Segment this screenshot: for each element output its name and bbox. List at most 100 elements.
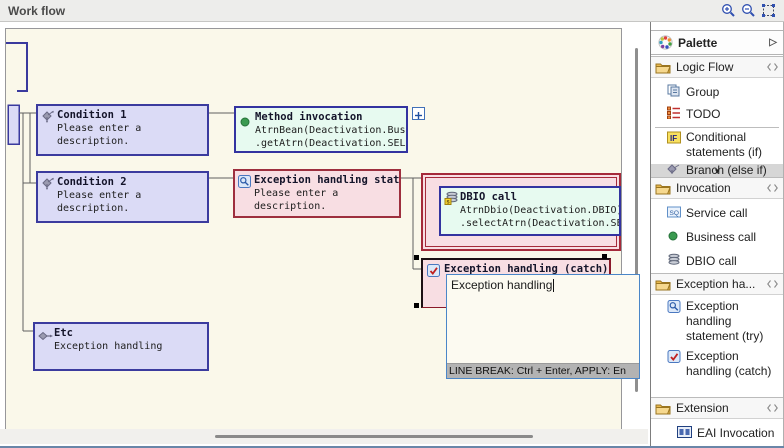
- scroll-more-icon[interactable]: ▾: [715, 166, 720, 176]
- node-condition-1[interactable]: Condition 1 Please enter a description.: [36, 104, 209, 156]
- zoom-out-icon[interactable]: [741, 3, 756, 18]
- try-icon: [238, 173, 252, 188]
- node-description: Please enter a description.: [57, 190, 142, 214]
- item-label: Business call: [686, 229, 757, 244]
- folder-icon: [655, 404, 671, 414]
- palette-header[interactable]: Palette ▷: [651, 30, 783, 55]
- expand-plus-button[interactable]: [412, 107, 425, 120]
- node-exception-try[interactable]: Exception handling stat... Please enter …: [233, 169, 401, 218]
- palette-item-eai-invocation[interactable]: EAI Invocation: [651, 423, 783, 443]
- item-label: Branch (else if): [686, 164, 767, 177]
- palette-collapse-arrow-icon[interactable]: ▷: [769, 37, 777, 48]
- plus-icon: [415, 112, 422, 119]
- palette-item-service-call[interactable]: SQ Service call: [651, 203, 783, 223]
- palette-item-business-call[interactable]: Business call: [651, 227, 783, 247]
- folder-icon: [655, 184, 671, 194]
- dbio-call-icon: [667, 253, 681, 270]
- section-label: Invocation: [676, 181, 731, 195]
- folder-icon: [655, 280, 671, 290]
- palette-item-todo[interactable]: TODO: [651, 104, 783, 124]
- section-label: Logic Flow: [676, 60, 734, 74]
- horizontal-scrollbar[interactable]: [0, 429, 648, 444]
- node-etc[interactable]: Etc Exception handling: [33, 322, 209, 371]
- editor-toolbar: Work flow: [0, 0, 784, 22]
- node-title: Condition 2: [57, 176, 127, 188]
- svg-text:IF: IF: [670, 134, 677, 143]
- node-code: AtrnDbio(Deactivation.DBIO) .selectAtrn(…: [460, 205, 621, 229]
- item-label: Group: [686, 84, 720, 99]
- branch-icon: [41, 175, 55, 190]
- node-title: Condition 1: [57, 109, 127, 121]
- try-block-inner-border: s DBIO call AtrnDbio(Deactivation.DBIO) …: [425, 177, 621, 247]
- selection-handle[interactable]: [414, 303, 419, 308]
- node-title: Exception handling (catch): [444, 263, 609, 275]
- palette-item-branch-else-if[interactable]: Branch (else if) ▾: [651, 164, 783, 177]
- node-title: Etc: [54, 327, 73, 339]
- section-label: Extension: [676, 401, 729, 415]
- section-label: Exception ha...: [676, 277, 756, 291]
- eai-icon: [677, 425, 692, 442]
- selection-handle[interactable]: [602, 254, 607, 259]
- node-title: Method invocation: [255, 111, 363, 123]
- item-label: TODO: [686, 106, 721, 121]
- try-icon: [667, 300, 681, 317]
- editor-text[interactable]: Exception handling: [451, 278, 553, 292]
- item-label: Service call: [686, 205, 748, 220]
- pin-icon[interactable]: [767, 280, 778, 288]
- inline-editor[interactable]: Exception handling LINE BREAK: Ctrl + En…: [446, 274, 640, 379]
- palette-item-dbio-call[interactable]: DBIO call: [651, 251, 783, 271]
- catch-icon: [427, 262, 441, 277]
- palette-separator: [655, 127, 779, 128]
- palette-title: Palette: [678, 35, 718, 50]
- business-call-icon: [240, 112, 254, 127]
- try-block-container[interactable]: s DBIO call AtrnDbio(Deactivation.DBIO) …: [421, 173, 621, 251]
- svg-text:s: s: [446, 200, 450, 205]
- dbio-icon: s: [444, 190, 458, 206]
- palette-icon: [658, 35, 673, 50]
- node-method-invocation[interactable]: Method invocation AtrnBean(Deactivation.…: [234, 106, 408, 153]
- selection-handle[interactable]: [414, 255, 419, 260]
- palette-item-group[interactable]: Group: [651, 82, 783, 102]
- item-label: EAI Invocation: [697, 425, 775, 440]
- node-description: Exception handling: [54, 341, 163, 352]
- business-call-icon: [667, 230, 681, 246]
- todo-icon: [667, 106, 681, 123]
- pin-icon[interactable]: [767, 184, 778, 192]
- pin-icon[interactable]: [767, 63, 778, 71]
- section-logic-flow[interactable]: Logic Flow: [651, 56, 783, 78]
- catch-icon: [667, 350, 681, 367]
- node-title: Exception handling stat...: [254, 174, 400, 186]
- palette-item-catch[interactable]: Exception handling (catch): [651, 349, 783, 381]
- editor-hint-bar: LINE BREAK: Ctrl + Enter, APPLY: En: [447, 363, 639, 378]
- vertical-scrollbar[interactable]: [635, 48, 638, 392]
- etc-icon: [38, 327, 53, 341]
- service-call-icon: SQ: [667, 206, 681, 222]
- horizontal-scrollbar-thumb[interactable]: [215, 435, 533, 438]
- text-cursor: [553, 279, 555, 292]
- view-title: Work flow: [8, 3, 66, 18]
- section-extension[interactable]: Extension: [651, 397, 783, 419]
- item-label: Conditional statements (if): [686, 130, 763, 159]
- svg-text:SQ: SQ: [670, 210, 679, 217]
- branch-icon: [41, 108, 55, 123]
- section-exception-handling[interactable]: Exception ha...: [651, 273, 783, 295]
- node-description: Please enter a description.: [57, 123, 142, 147]
- group-icon: [667, 84, 681, 101]
- node-code: AtrnBean(Deactivation.Busin .getAtrn(Dea…: [255, 125, 408, 149]
- item-label: Exception handling (catch): [686, 349, 772, 378]
- node-title: DBIO call: [460, 191, 517, 203]
- node-condition-2[interactable]: Condition 2 Please enter a description.: [36, 171, 209, 223]
- section-invocation[interactable]: Invocation: [651, 177, 783, 199]
- if-icon: IF: [667, 131, 681, 148]
- item-label: Exception handling statement (try): [686, 299, 764, 343]
- palette-item-conditional-if[interactable]: IF Conditional statements (if): [651, 130, 783, 162]
- palette-item-try[interactable]: Exception handling statement (try): [651, 299, 783, 346]
- item-label: DBIO call: [686, 253, 737, 268]
- node-dbio-call[interactable]: s DBIO call AtrnDbio(Deactivation.DBIO) …: [439, 186, 621, 236]
- folder-icon: [655, 63, 671, 73]
- zoom-in-icon[interactable]: [721, 3, 736, 18]
- zoom-fit-icon[interactable]: [761, 3, 776, 18]
- pin-icon[interactable]: [767, 404, 778, 412]
- workflow-canvas[interactable]: Condition 1 Please enter a description. …: [5, 28, 640, 430]
